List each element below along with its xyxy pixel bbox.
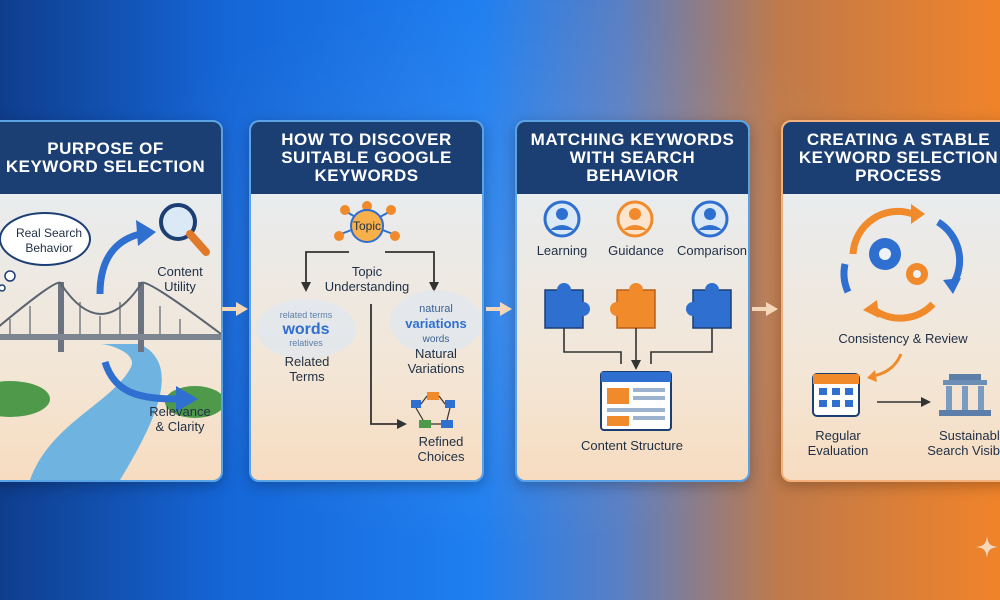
webpage-layout-icon [600,371,672,431]
word-cloud-left-icon: related terms words relatives [256,299,356,359]
panel-discover: HOW TO DISCOVER SUITABLE GOOGLE KEYWORDS… [249,120,484,482]
hill-left [0,381,50,417]
user-comparison-icon [691,200,729,238]
panel-title: PURPOSE OF KEYWORD SELECTION [0,122,221,194]
flowchart-icon [411,392,455,428]
label-topic-understanding: Topic Understanding [324,264,410,294]
svg-text:relatives: relatives [289,338,323,348]
panel-title: HOW TO DISCOVER SUITABLE GOOGLE KEYWORDS [251,122,482,194]
panel-title: MATCHING KEYWORDS WITH SEARCH BEHAVIOR [517,122,748,194]
label-guidance: Guidance [608,243,664,258]
user-learning-icon [543,200,581,238]
label-learning: Learning [536,243,588,258]
connector-arrow-2-icon [486,302,512,316]
word-cloud-right-icon: natural variations words [390,290,482,354]
bridge-icon [0,281,221,352]
calendar-icon [812,373,860,417]
label-content-structure: Content Structure [581,438,683,453]
sparkle-icon [976,536,998,558]
label-content-utility: Content Utility [157,264,203,294]
label-refined-choices: Refined Choices [417,434,465,464]
svg-text:natural: natural [419,303,453,315]
bridge-illustration [0,203,221,480]
svg-text:words: words [281,321,329,338]
puzzle-piece-blue-2-icon [686,283,732,329]
puzzle-piece-blue-icon [544,283,590,329]
label-relevance: Relevance & Clarity [149,404,211,434]
label-comparison: Comparison [676,243,748,258]
panel-matching: MATCHING KEYWORDS WITH SEARCH BEHAVIOR [515,120,750,482]
magnifier-icon [159,203,210,256]
label-regular-evaluation: Regular Evaluation [807,428,869,458]
label-natural-variations: Natural Variations [407,346,465,376]
panel-title: CREATING A STABLE KEYWORD SELECTION PROC… [783,122,1000,194]
matching-diagram [543,200,732,431]
process-diagram [812,204,991,417]
cycle-arrows-icon [840,207,964,322]
puzzle-piece-orange-icon [610,283,656,329]
panel-process: CREATING A STABLE KEYWORD SELECTION PROC… [781,120,1000,482]
svg-text:related terms: related terms [280,310,333,320]
svg-text:words: words [422,334,450,345]
thought-bubble-icon [0,212,91,292]
user-guidance-icon [616,200,654,238]
arrow-right-icon [101,360,181,403]
label-sustainable: Sustainable Search Visibility [927,428,1000,458]
river [30,344,162,480]
label-topic: Topic [352,219,381,233]
connector-arrow-1-icon [222,302,248,316]
topic-node-icon [334,201,400,243]
label-related-terms: Related Terms [284,354,330,384]
topic-diagram: related terms words relatives natural va… [256,201,482,429]
panel-purpose: PURPOSE OF KEYWORD SELECTION [0,120,223,482]
gear-icon [869,238,928,285]
label-consistency: Consistency & Review [838,331,968,346]
connector-arrow-3-icon [752,302,778,316]
arrow-up-icon [96,230,141,295]
pillars-icon [939,374,991,416]
label-real-search: Real Search Behavior [15,226,83,255]
svg-text:variations: variations [405,316,466,331]
